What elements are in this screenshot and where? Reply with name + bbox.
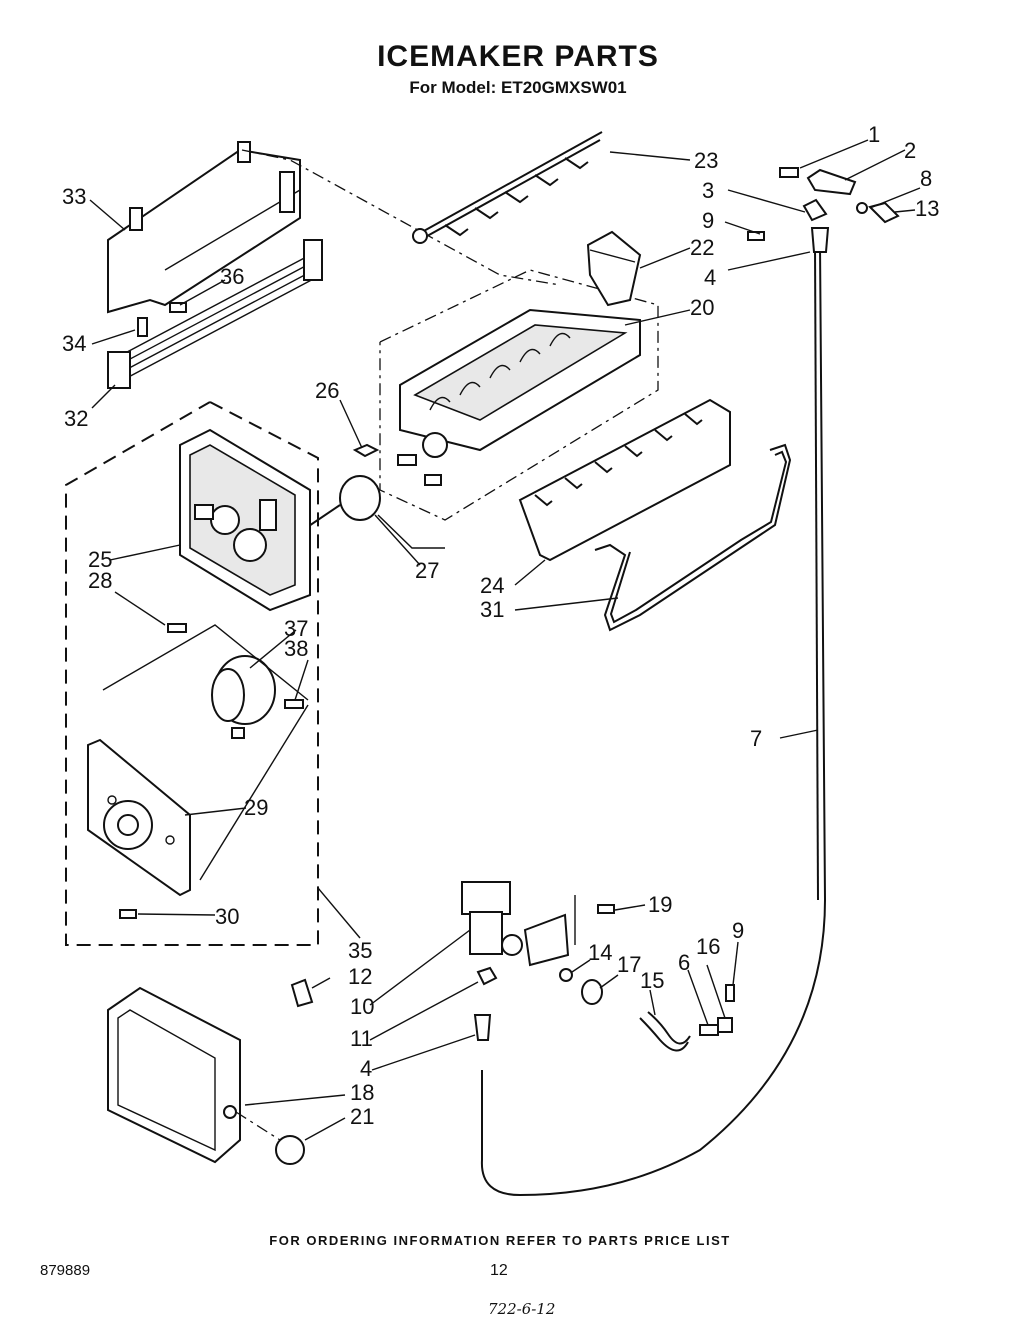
callout-15: 15 [640,968,664,993]
fitting-1-part [779,167,799,178]
callout-13: 13 [915,196,939,221]
screw-34-part [137,317,148,337]
ice-mold-part [397,308,641,486]
callout-35: 35 [348,938,372,963]
ice-ejector-part [412,131,603,244]
stripper-part [518,398,731,562]
control-housing-part [179,428,311,612]
screw-30-part [119,909,137,919]
wiring-bracket-part [107,141,301,314]
water-valve-part [461,881,576,967]
callout-9-lower: 9 [732,918,744,943]
mounting-plate-part [87,738,191,897]
callout-11: 11 [350,1026,373,1051]
callout-18: 18 [350,1080,374,1105]
screw-38-part [284,699,304,709]
nut-11-part [476,966,498,986]
callout-6: 6 [678,950,690,975]
callout-3: 3 [702,178,714,203]
callout-26: 26 [315,378,339,403]
thermostat-clip-part [352,443,380,458]
callout-32: 32 [64,406,88,431]
callout-16: 16 [696,934,720,959]
screw-19-part [597,904,615,914]
handwritten-note: 722-6-12 [488,1300,556,1318]
inlet-tube-part [639,984,735,1052]
sleeve-4-top-part [810,227,830,253]
cover-part [107,986,241,1164]
callout-28: 28 [88,568,112,593]
wire-nut-part [290,978,314,1008]
callout-17: 17 [617,952,641,977]
callout-21: 21 [350,1104,374,1129]
elbow-3-part [802,198,828,222]
callout-19: 19 [648,892,672,917]
sleeve-4-bottom-part [473,1014,492,1041]
leader-lines [89,139,921,1141]
callout-34: 34 [62,331,86,356]
callout-23: 23 [694,148,718,173]
callout-2: 2 [904,138,916,163]
callout-9: 9 [702,208,714,233]
motor-part [211,655,276,739]
callout-37: 37 [284,616,308,641]
page-title: ICEMAKER PARTS [377,40,659,73]
callout-14: 14 [588,940,612,965]
callout-33: 33 [62,184,86,209]
wire-harness-part [107,239,323,389]
callout-7: 7 [750,726,762,751]
fitting-2-part [806,168,857,196]
motor-cup-part [299,475,381,533]
callout-4-lower: 4 [360,1056,372,1081]
callout-29: 29 [244,795,268,820]
washer-14-part [559,968,573,982]
callout-22: 22 [690,235,714,260]
fill-tube-part [480,244,827,1197]
model-subtitle: For Model: ET20GMXSW01 [409,78,627,97]
callout-25: 25 [88,547,112,572]
callout-31: 31 [480,597,504,622]
knob-part [275,1135,305,1165]
callout-36: 36 [220,264,244,289]
screw-28-part [167,623,187,633]
control-assembly-outline [65,401,319,946]
callout-24: 24 [480,573,504,598]
screw-36-part [169,302,187,313]
callout-27: 27 [415,558,439,583]
callout-4: 4 [704,265,716,290]
callout-8: 8 [920,166,932,191]
callout-12: 12 [348,964,372,989]
callout-10: 10 [350,994,374,1019]
washer-8-part [856,202,868,214]
ordering-note: FOR ORDERING INFORMATION REFER TO PARTS … [269,1233,731,1248]
callout-30: 30 [215,904,239,929]
page-number: 12 [490,1262,508,1279]
fill-cup-part [586,230,642,307]
callout-38: 38 [284,636,308,661]
shutoff-arm-part [594,443,792,632]
document-number: 879889 [40,1262,91,1279]
callout-labels: 1 2 3 4 6 7 8 9 10 11 12 13 14 15 16 17 … [62,122,939,1129]
callout-20: 20 [690,295,714,320]
grommet-17-part [581,979,603,1005]
callout-1: 1 [868,122,880,147]
